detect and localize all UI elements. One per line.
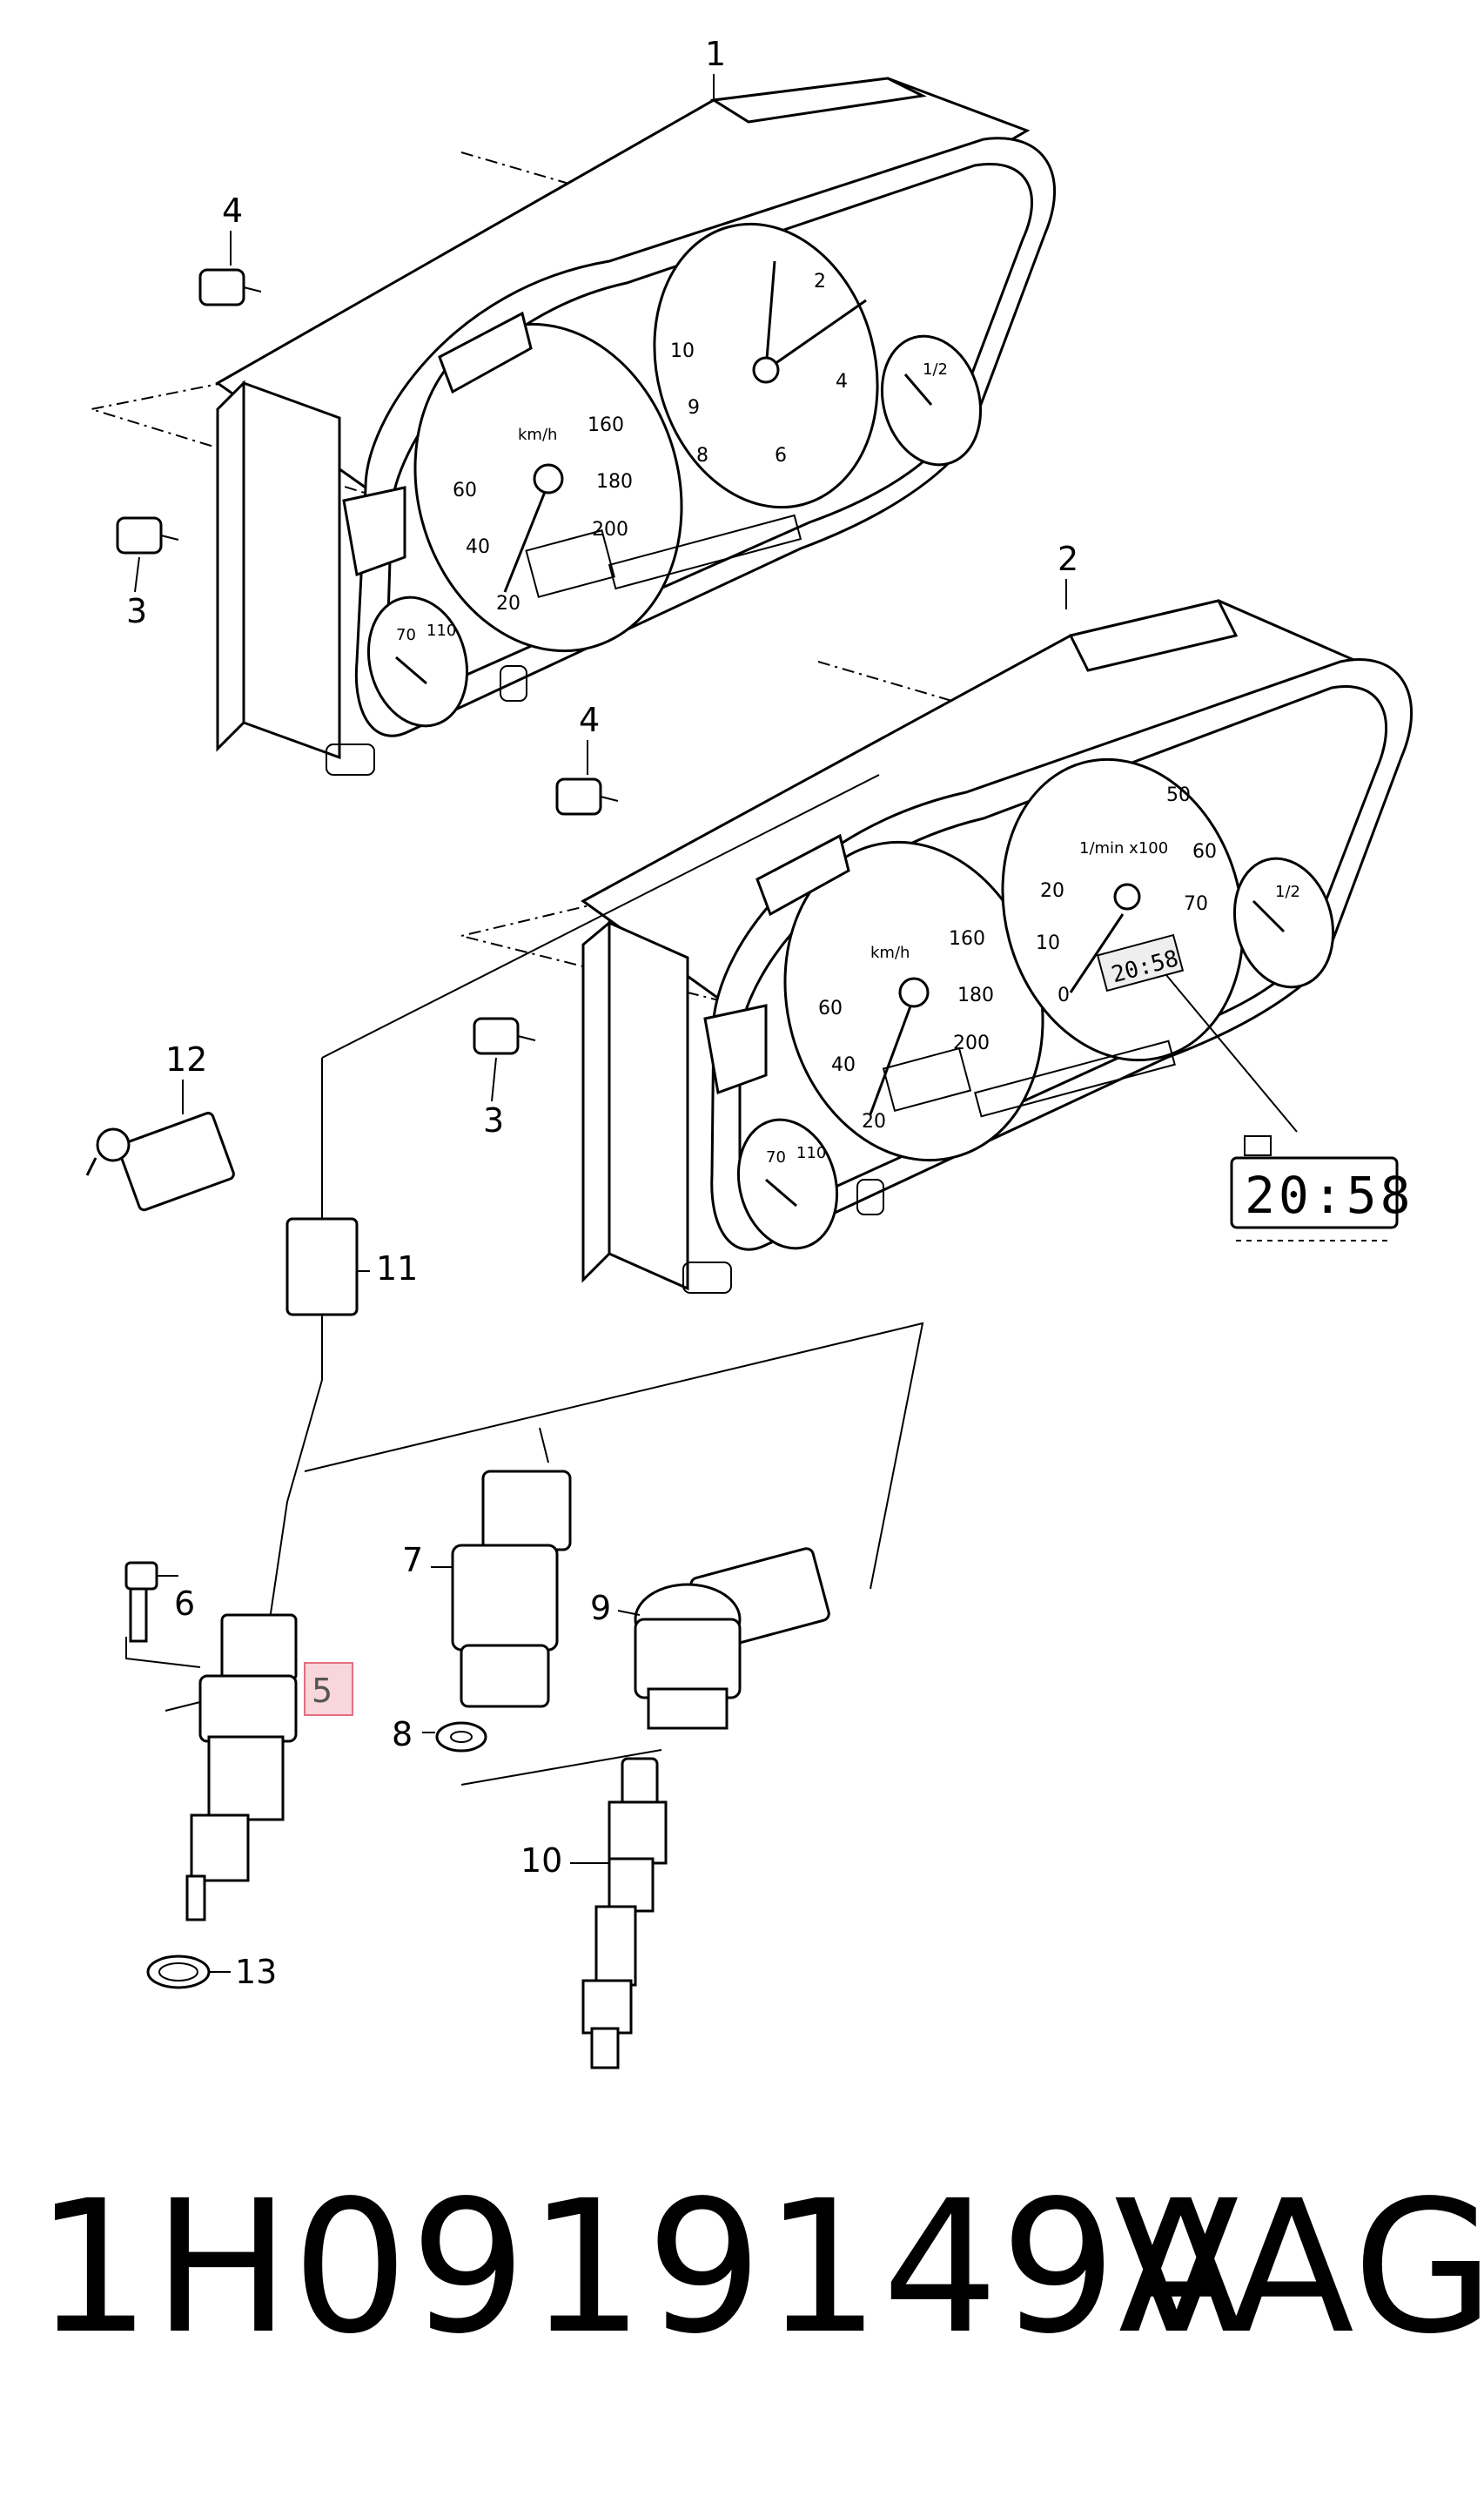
clock1-tick: 4 [836, 371, 848, 393]
callout-10: 10 [520, 1841, 562, 1880]
temp2-tick: 110 [796, 1144, 826, 1162]
callout-13: 13 [235, 1953, 277, 1991]
temp1-tick: 70 [396, 626, 416, 644]
callout-4a: 4 [222, 192, 243, 230]
bulb-holder-3b [473, 1017, 536, 1055]
instrument-cluster-2 [460, 599, 1413, 1294]
temp1-tick: 110 [426, 622, 456, 640]
part-8-washer [422, 1721, 487, 1753]
speedo2-tick: 160 [949, 928, 985, 950]
instrument-cluster-1 [91, 77, 1057, 776]
part-7-sender [431, 1470, 572, 1708]
tacho2-tick: 50 [1166, 784, 1191, 806]
speedo2-tick: 180 [957, 985, 994, 1006]
clock1-tick: 6 [775, 445, 787, 467]
speedo1-tick: 200 [592, 519, 628, 541]
speedo2-tick: 40 [831, 1054, 856, 1076]
tacho2-tick: 10 [1036, 932, 1060, 954]
tacho2-tick: 70 [1184, 893, 1208, 915]
speedo2-unit: km/h [870, 944, 910, 962]
tacho2-tick: 0 [1058, 985, 1070, 1006]
speedo2-tick: 200 [953, 1033, 990, 1054]
bulb-holder-4b [555, 777, 619, 816]
clock-display-digits: 20:58 [1245, 1166, 1414, 1225]
callout-6: 6 [174, 1585, 195, 1623]
bulb-holder-4a [198, 268, 262, 306]
part-11-connector [269, 774, 924, 1620]
part-5-speed-sender [125, 1613, 298, 1921]
callout-9: 9 [590, 1589, 611, 1627]
callout-3b: 3 [483, 1101, 504, 1140]
speedo1-tick: 160 [588, 414, 624, 436]
part-10-sensor [570, 1757, 668, 2069]
part-6-screw [124, 1561, 178, 1643]
part-13-oring [146, 1955, 231, 1989]
callout-7: 7 [402, 1541, 423, 1579]
callout-2: 2 [1058, 540, 1078, 578]
temp2-tick: 70 [766, 1148, 786, 1167]
callout-5: 5 [312, 1672, 332, 1710]
callout-1: 1 [705, 35, 726, 73]
speedo2-tick: 60 [818, 998, 843, 1019]
part-number: 1H0919149A [35, 2161, 1246, 2374]
speedo2-tick: 20 [862, 1111, 886, 1133]
speedo1-tick: 60 [453, 480, 477, 501]
clock1-tick: 2 [814, 271, 826, 293]
callout-8: 8 [392, 1715, 413, 1753]
parts-exploded-diagram: km/h 20 40 60 160 180 200 2 4 6 8 9 10 1… [85, 35, 1414, 2069]
speedo1-tick: 40 [466, 536, 490, 558]
part-9-sender [460, 1547, 830, 1786]
speedo1-unit: km/h [518, 426, 557, 444]
tacho2-tick: 60 [1192, 841, 1217, 863]
speedo1-tick: 180 [596, 471, 633, 493]
tacho2-tick: 20 [1040, 880, 1064, 902]
callout-3a: 3 [126, 592, 147, 630]
fuel2-tick: 1/2 [1275, 883, 1300, 901]
callout-4b: 4 [579, 701, 600, 739]
part-12-sender [85, 1112, 235, 1212]
clock1-tick: 9 [688, 397, 700, 419]
clock-display-inset [1230, 1135, 1399, 1241]
clock1-tick: 10 [670, 340, 695, 362]
fuel1-tick: 1/2 [923, 360, 948, 379]
tacho2-unit: 1/min x100 [1079, 839, 1168, 858]
callout-12: 12 [165, 1040, 207, 1079]
callout-11: 11 [376, 1249, 418, 1288]
clock1-tick: 8 [696, 445, 708, 467]
bulb-holder-3a [116, 516, 179, 555]
brand-name: VAG [1114, 2161, 1484, 2374]
part-5-highlight [304, 1662, 353, 1716]
speedo1-tick: 20 [496, 593, 520, 615]
